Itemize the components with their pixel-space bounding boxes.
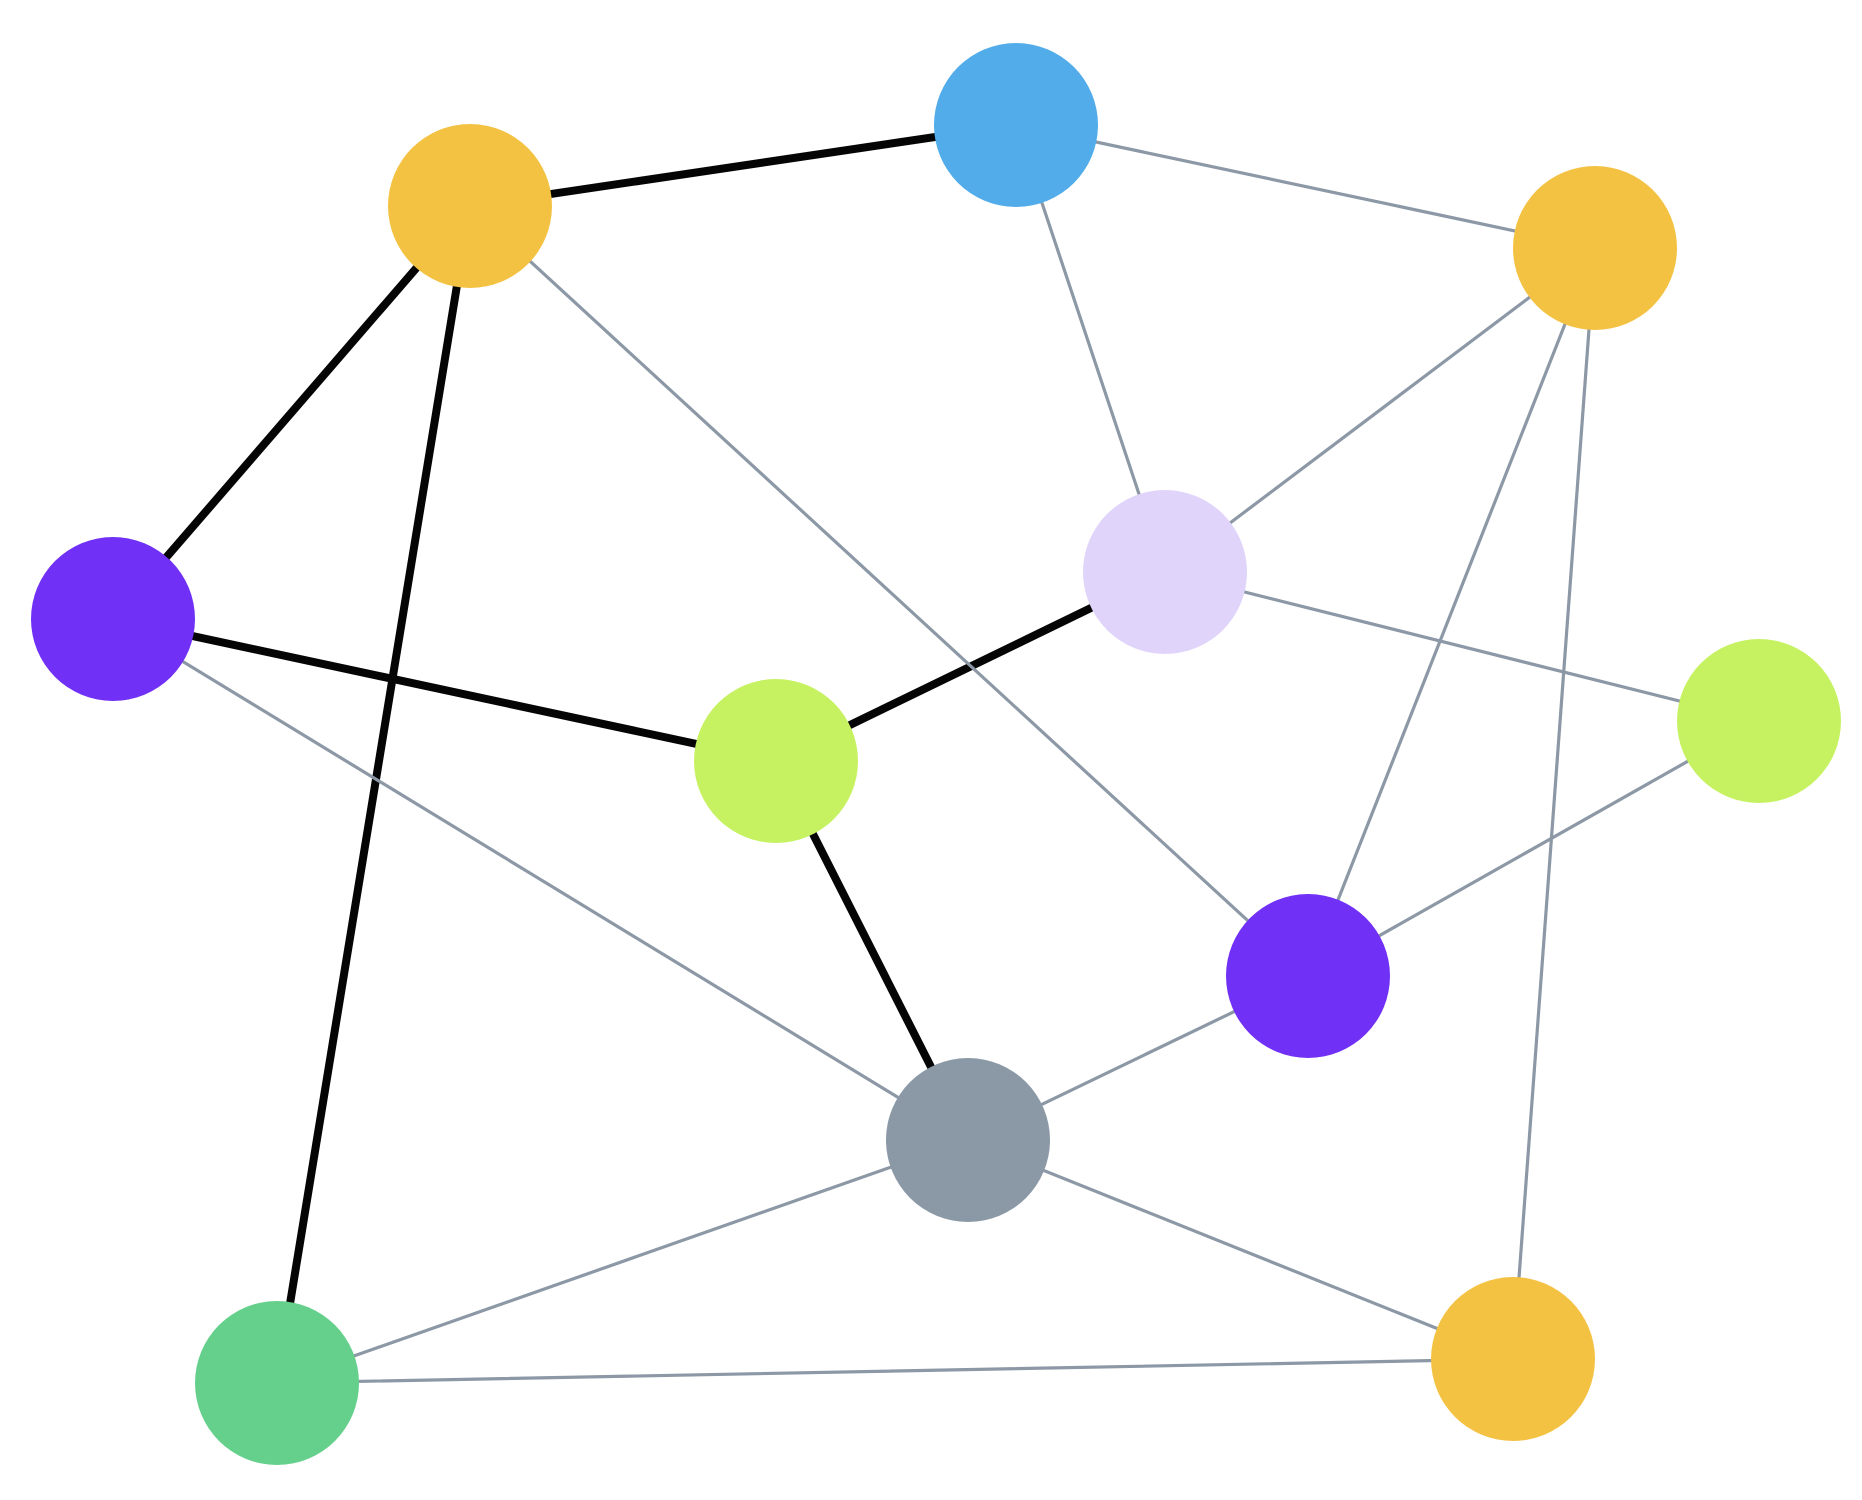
node-n2 xyxy=(934,43,1098,207)
node-n5 xyxy=(1083,490,1247,654)
edge-n9-n10 xyxy=(275,1138,970,1385)
node-n7 xyxy=(1677,639,1841,803)
edge-n3-n11 xyxy=(1511,246,1597,1361)
edge-n7-n8 xyxy=(1306,719,1761,978)
edge-n2-n3 xyxy=(1014,123,1597,250)
edge-n1-n2 xyxy=(466,121,1020,210)
nodes-layer xyxy=(31,43,1841,1465)
node-n3 xyxy=(1513,166,1677,330)
edge-n4-n6 xyxy=(109,615,780,765)
edge-n1-n4 xyxy=(109,202,474,623)
edge-n10-n11 xyxy=(275,1357,1515,1385)
node-n10 xyxy=(195,1301,359,1465)
edge-n3-n5 xyxy=(1163,246,1597,574)
node-n6 xyxy=(694,679,858,843)
edge-n1-n10 xyxy=(273,202,474,1387)
node-n1 xyxy=(388,124,552,288)
edge-n5-n7 xyxy=(1163,570,1761,723)
node-n8 xyxy=(1226,894,1390,1058)
edge-n4-n9 xyxy=(111,617,970,1142)
edge-n1-n8 xyxy=(468,204,1310,978)
edge-n3-n8 xyxy=(1306,246,1597,978)
node-n4 xyxy=(31,537,195,701)
node-n11 xyxy=(1431,1277,1595,1441)
node-n9 xyxy=(886,1058,1050,1222)
edge-n9-n11 xyxy=(966,1138,1515,1361)
